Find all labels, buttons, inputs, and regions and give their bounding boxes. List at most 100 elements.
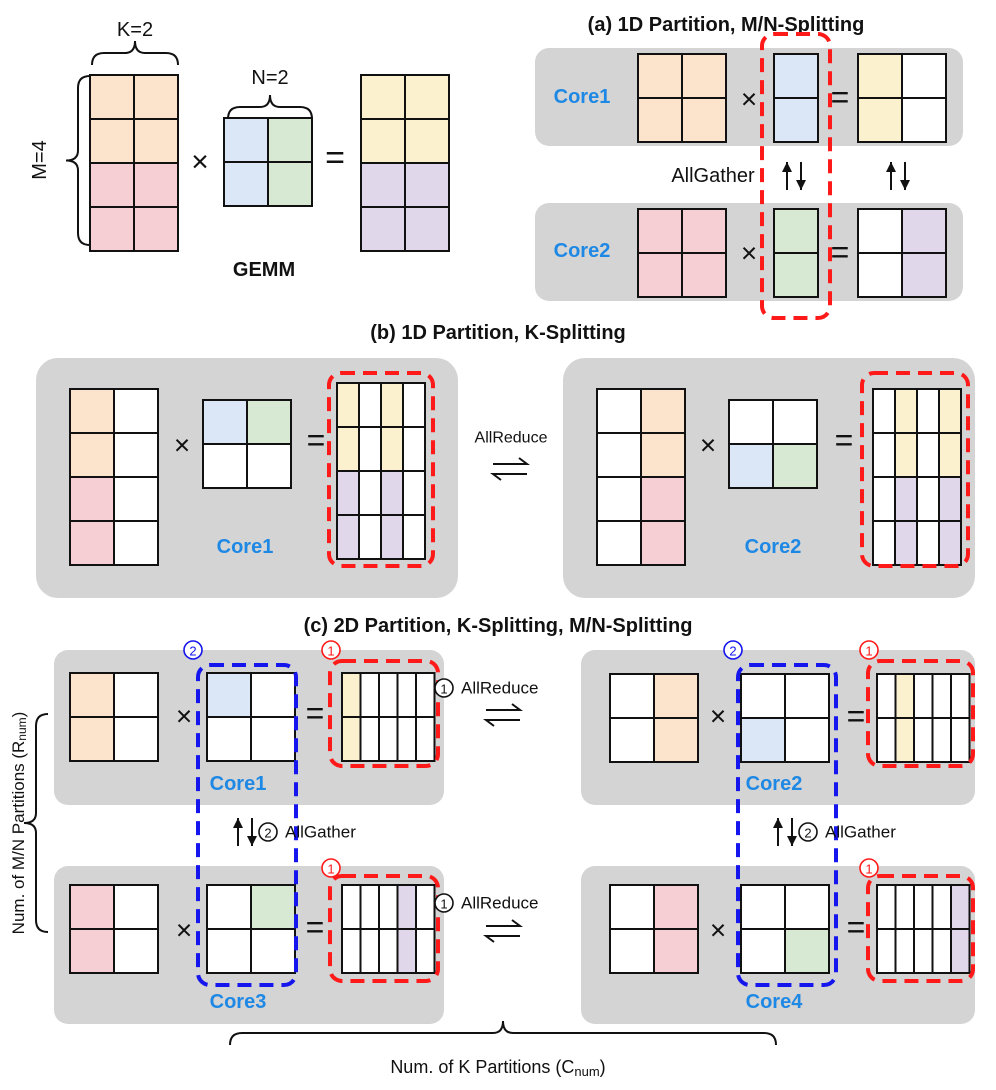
c-core3-times: × bbox=[176, 915, 192, 946]
c-core4-matrix-b bbox=[740, 884, 830, 974]
harpoon-right bbox=[493, 457, 530, 465]
matrix-cell bbox=[876, 717, 897, 763]
c-x-axis-label-text: Num. of K Partitions (C bbox=[390, 1057, 574, 1077]
matrix-cell bbox=[872, 520, 896, 566]
section-a-core2-label: Core2 bbox=[554, 240, 611, 262]
matrix-cell bbox=[938, 520, 962, 566]
matrix-cell bbox=[772, 443, 818, 489]
matrix-cell bbox=[336, 426, 360, 472]
a-core2-matrix-b bbox=[773, 208, 819, 298]
c-step1-marker-core3: 1 bbox=[327, 862, 334, 877]
section-a-core1-label: Core1 bbox=[554, 86, 611, 108]
b-allreduce-arrows bbox=[490, 457, 530, 481]
c-core2-times: × bbox=[710, 701, 726, 732]
matrix-cell bbox=[113, 476, 159, 522]
matrix-cell bbox=[360, 118, 406, 164]
c-y-axis-label-sub: num bbox=[15, 717, 29, 740]
matrix-cell bbox=[894, 717, 915, 763]
matrix-cell bbox=[640, 520, 686, 566]
matrix-cell bbox=[250, 672, 296, 718]
matrix-cell bbox=[894, 476, 918, 522]
b-core1-equals: = bbox=[307, 422, 326, 458]
matrix-cell bbox=[358, 382, 382, 428]
matrix-cell bbox=[378, 716, 399, 762]
c-allgather-left-step-circle bbox=[258, 822, 278, 842]
c-cols-brace bbox=[229, 1020, 777, 1046]
matrix-cell bbox=[784, 884, 830, 930]
matrix-cell bbox=[396, 884, 417, 930]
c-step1-marker-core2-circle bbox=[859, 640, 879, 660]
a-allgather-arrows-up bbox=[782, 162, 792, 190]
c-step1-marker-core4: 1 bbox=[865, 862, 872, 877]
matrix-cell bbox=[681, 208, 727, 254]
section-c-core1-label: Core1 bbox=[210, 773, 267, 795]
matrix-cell bbox=[857, 252, 903, 298]
matrix-cell bbox=[876, 928, 897, 974]
matrix-cell bbox=[206, 884, 252, 930]
matrix-cell bbox=[681, 97, 727, 143]
matrix-cell bbox=[246, 443, 292, 489]
matrix-cell bbox=[913, 717, 934, 763]
section-b-title: (b) 1D Partition, K-Splitting bbox=[370, 322, 626, 344]
matrix-cell bbox=[404, 206, 450, 252]
matrix-cell bbox=[913, 673, 934, 719]
matrix-cell bbox=[336, 382, 360, 428]
matrix-cell bbox=[402, 470, 426, 516]
matrix-cell bbox=[609, 717, 655, 763]
b-core2-matrix-b bbox=[728, 399, 818, 489]
matrix-cell bbox=[133, 74, 179, 120]
a-allgather-arrows-down bbox=[796, 162, 806, 190]
section-c-core3-label: Core3 bbox=[210, 991, 267, 1013]
matrix-cell bbox=[894, 432, 918, 478]
c-allgather-left-arrows-up bbox=[233, 818, 243, 846]
matrix-cell bbox=[89, 162, 135, 208]
gemm-title: GEMM bbox=[233, 259, 295, 281]
matrix-cell bbox=[773, 252, 819, 298]
matrix-cell bbox=[728, 443, 774, 489]
matrix-cell bbox=[916, 432, 940, 478]
section-c-core4-label: Core4 bbox=[746, 991, 804, 1013]
matrix-cell bbox=[250, 928, 296, 974]
b-core2-matrix-c bbox=[872, 388, 962, 566]
c-core4-equals: = bbox=[847, 909, 866, 945]
c-allgather-left-label: AllGather bbox=[285, 823, 356, 842]
matrix-cell bbox=[931, 884, 952, 930]
c-x-axis-label-close: ) bbox=[600, 1057, 606, 1077]
matrix-cell bbox=[359, 884, 380, 930]
matrix-cell bbox=[876, 673, 897, 719]
matrix-cell bbox=[250, 716, 296, 762]
arrow-head bbox=[773, 818, 783, 828]
m-brace bbox=[65, 75, 91, 246]
matrix-cell bbox=[206, 672, 252, 718]
matrix-cell bbox=[202, 443, 248, 489]
matrix-cell bbox=[113, 520, 159, 566]
c-x-axis-label: Num. of K Partitions (Cnum) bbox=[390, 1057, 605, 1079]
matrix-cell bbox=[640, 476, 686, 522]
arrow-head bbox=[782, 162, 792, 172]
matrix-cell bbox=[404, 162, 450, 208]
c-allreduce-bottom-step: 1 bbox=[440, 897, 447, 912]
matrix-cell bbox=[609, 884, 655, 930]
matrix-cell bbox=[681, 53, 727, 99]
c-step2-marker-right-circle bbox=[723, 640, 743, 660]
matrix-cell bbox=[653, 928, 699, 974]
matrix-cell bbox=[772, 399, 818, 445]
matrix-cell bbox=[133, 206, 179, 252]
c-core3-matrix-c bbox=[341, 884, 436, 974]
a-core1-matrix-c bbox=[857, 53, 947, 143]
matrix-cell bbox=[894, 520, 918, 566]
c-core4-matrix-a bbox=[609, 884, 699, 974]
matrix-cell bbox=[380, 514, 404, 560]
matrix-cell bbox=[415, 672, 436, 718]
matrix-cell bbox=[223, 161, 269, 207]
c-allreduce-top-step: 1 bbox=[440, 682, 447, 697]
n-brace bbox=[227, 94, 313, 120]
matrix-cell bbox=[740, 717, 786, 763]
matrix-cell bbox=[901, 97, 947, 143]
matrix-cell bbox=[336, 470, 360, 516]
gemm-times: × bbox=[191, 146, 209, 179]
c-allgather-right-step-circle bbox=[798, 822, 818, 842]
matrix-cell bbox=[784, 673, 830, 719]
a-core2-matrix-a bbox=[637, 208, 727, 298]
matrix-cell bbox=[133, 162, 179, 208]
